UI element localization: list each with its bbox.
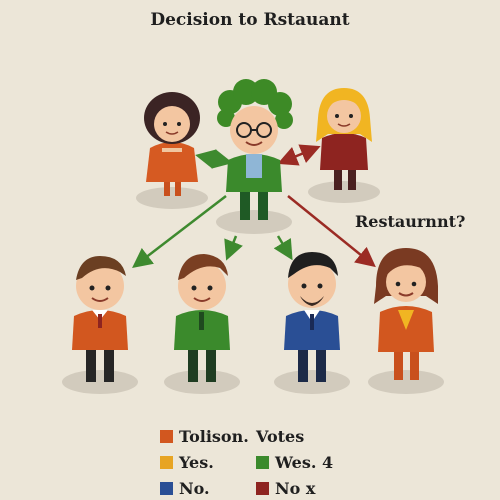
person-man-blue-suit-beard [274,252,350,394]
legend-item-no: No. [160,479,210,498]
legend-label: Yes. [179,453,214,472]
legend-swatch [256,456,269,469]
legend-item-tolison: Tolison. [160,427,249,446]
person-woman-blonde-red [308,88,380,203]
legend-item-no-x: No x [256,479,315,498]
arrow-to-man-green [224,235,243,261]
person-man-green-shirt [164,254,240,394]
page-title: Decision to Rstauant [150,10,350,30]
legend-label: Votes [256,427,305,446]
arrow-to-man-orange [132,195,227,269]
legend-item-yes: Yes. [160,453,214,472]
person-woman-orange-suit [368,248,444,394]
legend-swatch [160,456,173,469]
arrow-to-woman-orange-suit [287,195,376,268]
legend-swatch [160,430,173,443]
legend-item-wes: Wes. 4 [256,453,333,472]
legend-label: No. [179,479,210,498]
legend-swatch [256,482,269,495]
arrow-decider-to-woman-blonde [277,144,321,166]
restaurant-question-label: Restaurnnt? [355,212,466,231]
person-man-orange-shirt [62,256,138,394]
arrow-decider-to-woman-orange [195,149,233,169]
arrow-to-man-blue [273,235,293,261]
person-woman-orange-dress [136,92,208,209]
person-man-green-hair-glasses [216,79,293,234]
legend-swatch [160,482,173,495]
legend-label: No x [275,479,316,498]
legend-label: Wes. 4 [275,453,334,472]
legend-label: Tolison. [179,427,249,446]
legend-item-votes: Votes [256,427,304,446]
